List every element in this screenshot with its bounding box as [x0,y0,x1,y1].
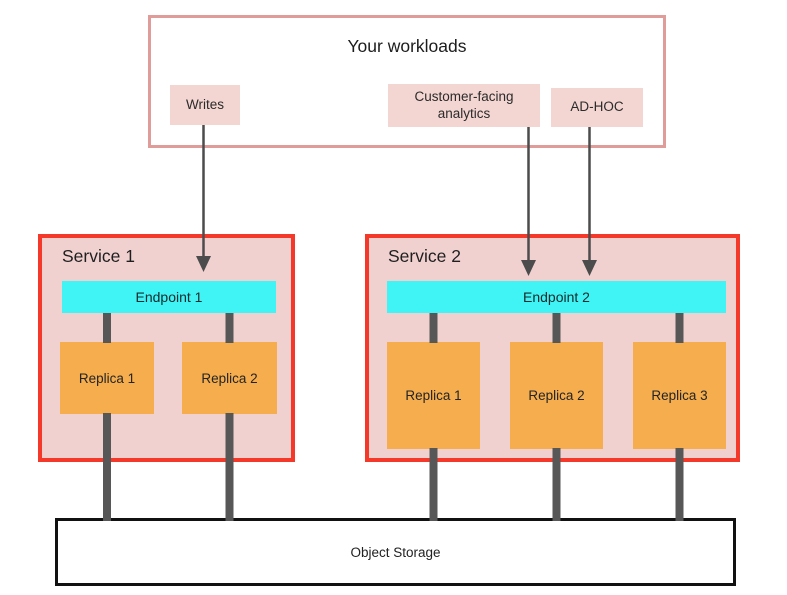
service-1-replica-2: Replica 2 [182,342,277,414]
workload-customer-facing-analytics-label: Customer-facing analytics [414,88,514,121]
service-2-replica-1: Replica 1 [387,342,480,449]
workload-ad-hoc: AD-HOC [551,88,643,127]
service-1-endpoint-label: Endpoint 1 [135,289,203,305]
workload-customer-facing-analytics: Customer-facing analytics [388,84,540,127]
service-2-replica-3: Replica 3 [633,342,726,449]
workload-writes-label: Writes [185,96,224,112]
service-1-replica-1-label: Replica 1 [78,370,136,386]
your-workloads-title: Your workloads [347,36,467,56]
service-2-title: Service 2 [388,246,461,266]
object-storage-box: Object Storage [55,518,736,586]
workload-ad-hoc-label: AD-HOC [570,99,624,115]
service-2-endpoint: Endpoint 2 [387,281,726,313]
service-2-replica-2: Replica 2 [510,342,603,449]
service-1-replica-2-label: Replica 2 [201,370,258,386]
service-1-endpoint: Endpoint 1 [62,281,276,313]
service-2-replica-2-label: Replica 2 [528,388,585,403]
service-2-replica-3-label: Replica 3 [651,388,708,403]
service-2-replica-1-label: Replica 1 [405,388,462,403]
object-storage-label: Object Storage [350,544,441,560]
service-2-endpoint-label: Endpoint 2 [523,289,590,305]
your-workloads-box [148,15,666,148]
service-1-title: Service 1 [62,246,135,266]
service-1-replica-1: Replica 1 [60,342,154,414]
workload-writes: Writes [170,85,240,125]
